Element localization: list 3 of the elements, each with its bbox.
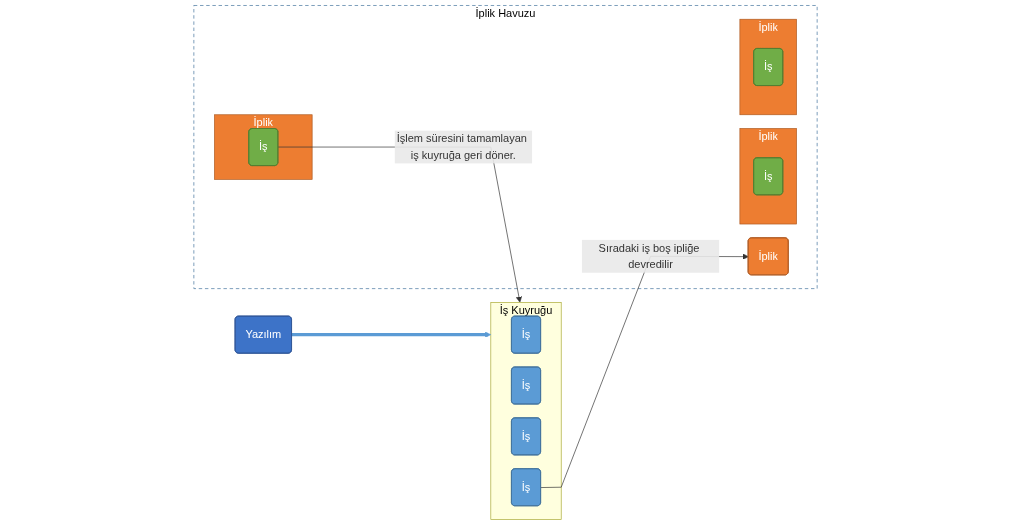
- edge-label: Sıradaki iş boş ipliğe devredilir: [598, 241, 700, 271]
- arrow: [291, 331, 492, 338]
- edge-label: İşlem süresini tamamlayan iş kuyruğa geri döner.: [396, 132, 527, 161]
